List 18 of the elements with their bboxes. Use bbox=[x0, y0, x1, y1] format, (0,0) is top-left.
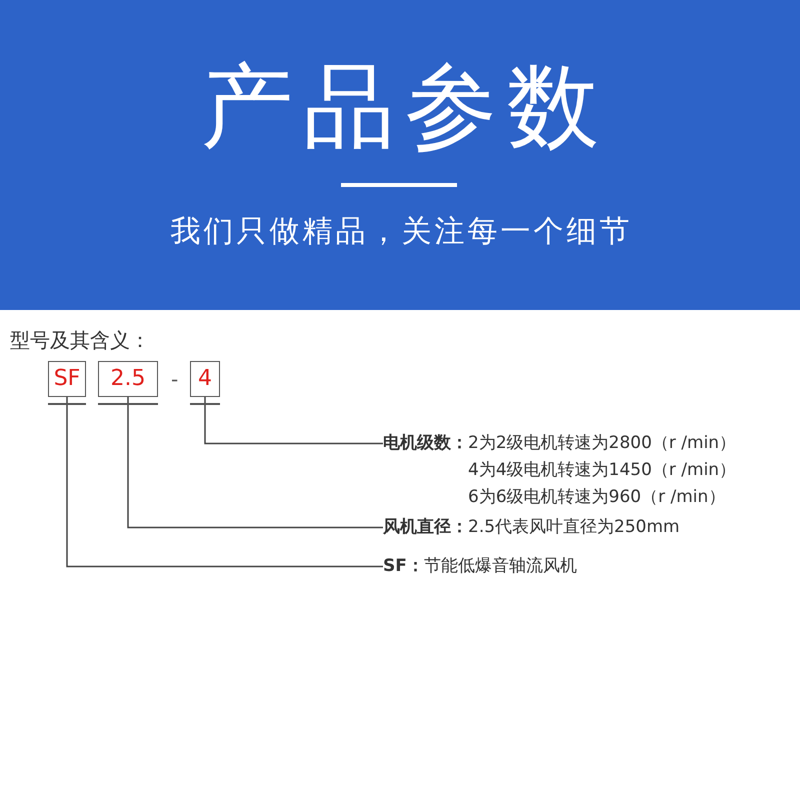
description-line: 6为6级电机转速为960（r /min） bbox=[468, 486, 726, 509]
page-title: 产品参数 bbox=[200, 52, 609, 162]
separator-dash: - bbox=[171, 366, 178, 393]
leader-line bbox=[204, 397, 383, 444]
code-box: 4 bbox=[190, 361, 220, 397]
description-line: 2为2级电机转速为2800（r /min） bbox=[468, 432, 736, 455]
leader-line bbox=[127, 397, 383, 528]
term-label: 电机级数： bbox=[383, 432, 468, 455]
description-line: 2.5代表风叶直径为250mm bbox=[468, 516, 680, 539]
term-label: 风机直径： bbox=[383, 516, 468, 539]
term-label: SF： bbox=[383, 555, 424, 578]
subtitle-text: 我们只做精品，关注每一个细节 bbox=[170, 213, 632, 251]
description-line: 4为4级电机转速为1450（r /min） bbox=[468, 459, 736, 482]
code-box: 2.5 bbox=[98, 361, 158, 397]
code-box: SF bbox=[48, 361, 86, 397]
description-line: 节能低爆音轴流风机 bbox=[424, 555, 577, 578]
section-heading: 型号及其含义： bbox=[10, 327, 150, 354]
leader-line bbox=[66, 397, 383, 568]
